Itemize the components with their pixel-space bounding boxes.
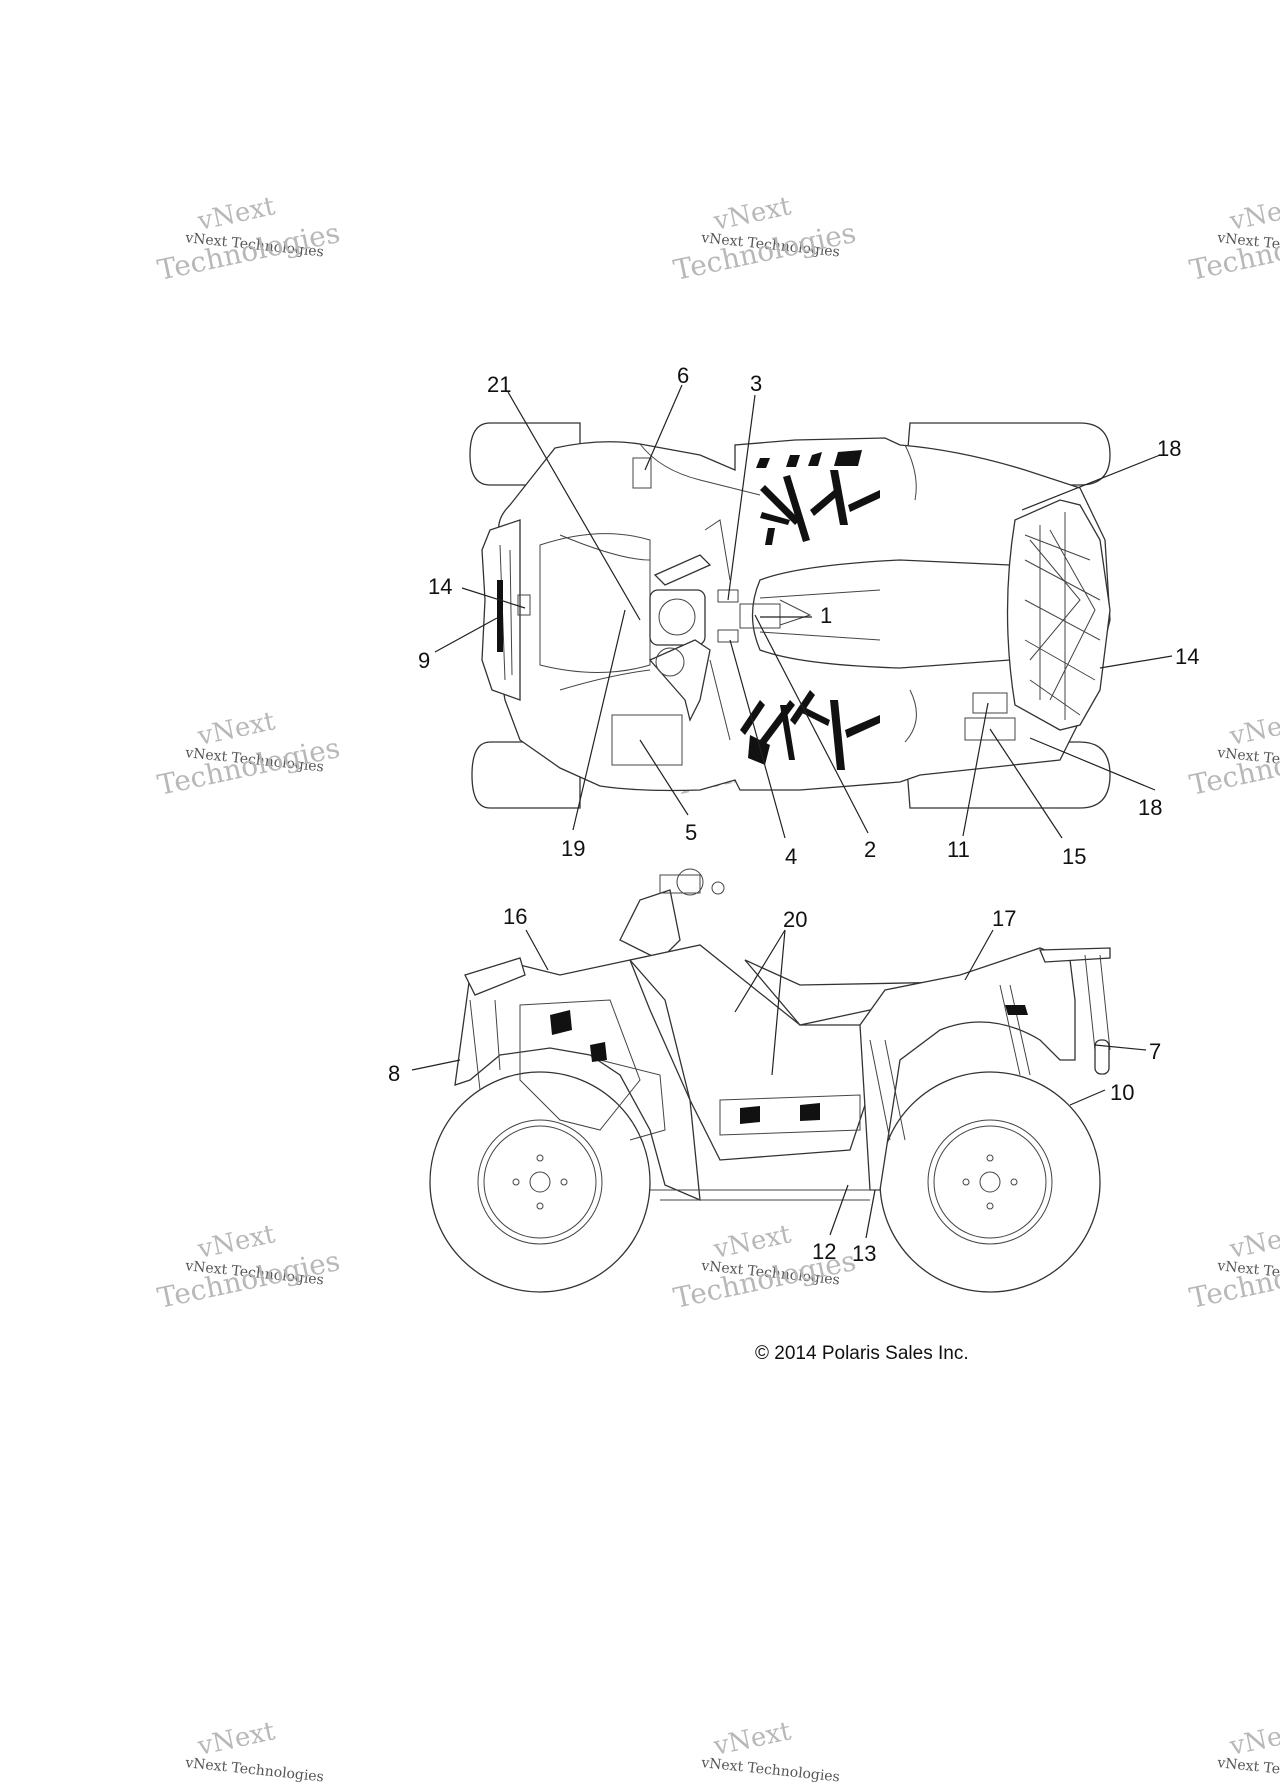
- callout-16: 16: [503, 904, 527, 929]
- decal-1-rect: [739, 603, 781, 629]
- decal-6-rect: [632, 457, 652, 489]
- watermark: vNext vNext Technologies: [700, 1716, 841, 1785]
- callout-11: 11: [947, 837, 970, 862]
- side-graphics-right: [740, 690, 880, 770]
- decal-9-strip: [497, 580, 503, 652]
- callout-9: 9: [418, 648, 430, 673]
- watermark: vNext vNext Technologies Technologies: [155, 191, 343, 287]
- callout-7: 7: [1149, 1039, 1161, 1064]
- watermark: vNext vNext Technologies Technologies: [1187, 706, 1280, 802]
- atv-side-view: [429, 868, 1111, 1293]
- svg-text:vNext Technologies: vNext Technologies: [700, 1755, 841, 1786]
- front-rack-side: [464, 957, 526, 996]
- svg-text:vNext: vNext: [194, 1716, 278, 1762]
- rear-rack: [1006, 499, 1111, 731]
- decal-14-front-rect: [517, 594, 531, 616]
- svg-text:vNext Technologies: vNext Technologies: [184, 1755, 325, 1786]
- callout-14-front: 14: [428, 574, 452, 599]
- callout-5: 5: [685, 820, 697, 845]
- callout-4: 4: [785, 844, 797, 869]
- callout-17: 17: [992, 906, 1016, 931]
- callout-18-top: 18: [1157, 436, 1181, 461]
- side-graphics-left: [756, 450, 880, 545]
- watermark: vNext vNext Technologies: [184, 1716, 325, 1785]
- callout-6: 6: [677, 363, 689, 388]
- tow-hitch: [1094, 1039, 1110, 1075]
- front-fender: [454, 959, 701, 1202]
- callout-21: 21: [487, 372, 511, 397]
- watermark: vNext vNext Technologies: [1216, 1716, 1280, 1785]
- callout-8: 8: [388, 1061, 400, 1086]
- leader-lines: [411, 384, 1173, 1239]
- front-rack: [539, 533, 651, 673]
- watermark: vNext vNext Technologies Technologies: [1187, 1219, 1280, 1315]
- front-wheel: [429, 1071, 651, 1293]
- svg-text:vNext: vNext: [1226, 1219, 1280, 1265]
- svg-text:vNext: vNext: [1226, 1716, 1280, 1762]
- watermark: vNext vNext Technologies Technologies: [155, 706, 343, 802]
- handlebar-console: [648, 519, 731, 741]
- callout-15: 15: [1062, 844, 1086, 869]
- callout-14-rear: 14: [1175, 644, 1199, 669]
- callout-3: 3: [750, 371, 762, 396]
- rear-wheel: [879, 1071, 1101, 1293]
- decal-15-rect: [964, 717, 1016, 741]
- copyright-notice: © 2014 Polaris Sales Inc.: [755, 1343, 969, 1364]
- handlebar-side: [619, 868, 725, 961]
- watermark: vNext vNext Technologies Technologies: [1187, 191, 1280, 287]
- watermark: vNext vNext Technologies Technologies: [671, 191, 859, 287]
- rear-rack-side: [1039, 947, 1111, 963]
- watermark: vNext vNext Technologies Technologies: [155, 1219, 343, 1315]
- atv-top-view: [469, 422, 1111, 809]
- callout-1: 1: [820, 603, 832, 628]
- callout-19: 19: [561, 836, 585, 861]
- decal-5-rect: [611, 714, 683, 766]
- decal-3-rect: [717, 589, 739, 603]
- callout-12: 12: [812, 1239, 836, 1264]
- callout-labels: 21 6 3 18 14 1 14 9 18 5 19 4 2 11 15 16…: [388, 363, 1199, 1266]
- callout-2: 2: [864, 837, 876, 862]
- svg-text:vNext Technologies: vNext Technologies: [1216, 1755, 1280, 1786]
- svg-text:vNext: vNext: [1226, 191, 1280, 237]
- callout-20: 20: [783, 907, 807, 932]
- decal-4-rect: [717, 629, 739, 643]
- decal-11-rect: [972, 692, 1008, 714]
- engine-detail: [519, 999, 906, 1141]
- callout-10: 10: [1110, 1080, 1134, 1105]
- seat: [751, 559, 1046, 669]
- svg-text:vNext: vNext: [710, 1716, 794, 1762]
- rear-shock: [999, 984, 1031, 1076]
- svg-text:vNext: vNext: [1226, 706, 1280, 752]
- callout-13: 13: [852, 1241, 876, 1266]
- callout-18-bottom: 18: [1138, 795, 1162, 820]
